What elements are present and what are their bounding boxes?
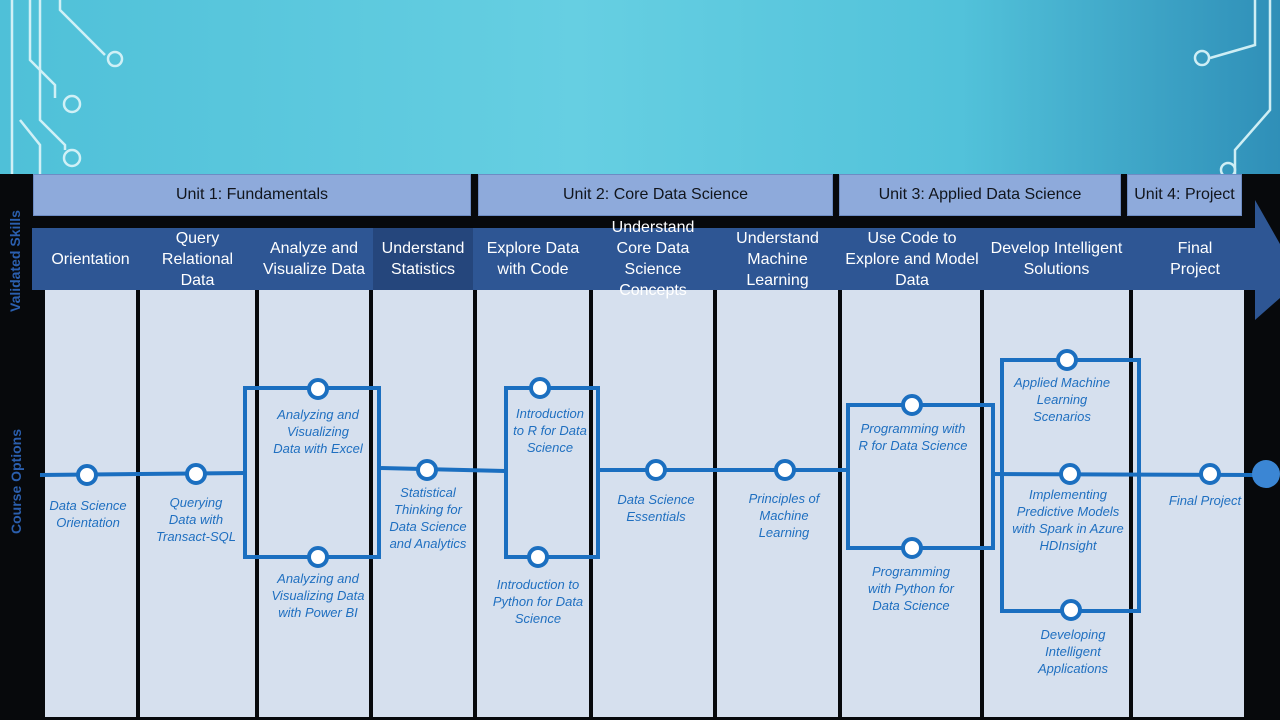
column-query	[140, 290, 255, 717]
course-principles-ml: Principles of Machine Learning	[748, 491, 820, 540]
node-statistical-thinking	[416, 459, 438, 481]
column-statistics	[373, 290, 473, 717]
path-end-node	[1252, 460, 1280, 488]
column-core-concepts	[593, 290, 713, 717]
node-transact-sql	[185, 463, 207, 485]
course-path-network	[39, 349, 1280, 621]
course-visualizing-power-bi: Analyzing and Visualizing Data with Powe…	[271, 571, 365, 620]
node-programming-r	[901, 394, 923, 416]
skill-analyze-visualize-data: Analyze and Visualize Data	[263, 240, 365, 278]
course-spark-hdinsight: Implementing Predictive Models with Spar…	[1012, 487, 1124, 553]
node-spark-hdinsight	[1059, 463, 1081, 485]
unit-2-header: Unit 2: Core Data Science	[478, 174, 833, 216]
course-data-science-essentials: Data Science Essentials	[617, 492, 695, 524]
node-intro-r	[529, 377, 551, 399]
column-code-model	[842, 290, 980, 717]
skill-understand-statistics: Understand Statistics	[373, 228, 473, 290]
skill-machine-learning: Understand Machine Learning	[736, 229, 819, 289]
unit-3-header: Unit 3: Applied Data Science	[839, 174, 1121, 216]
course-final-project: Final Project	[1168, 493, 1242, 508]
skill-intelligent-solutions: Develop Intelligent Solutions	[990, 240, 1123, 278]
column-final-project	[1133, 290, 1244, 717]
course-intro-r: Introduction to R for Data Science	[513, 406, 587, 455]
skill-code-explore-model: Use Code to Explore and Model Data	[845, 229, 979, 289]
course-programming-r: Programming with R for Data Science	[858, 421, 968, 453]
node-programming-python	[901, 537, 923, 559]
course-roadmap-diagram: Unit 1: Fundamentals Unit 2: Core Data S…	[0, 174, 1280, 720]
title-banner	[0, 0, 1280, 174]
node-final-project	[1199, 463, 1221, 485]
node-applied-ml	[1056, 349, 1078, 371]
column-visualize	[259, 290, 369, 717]
node-intelligent-apps	[1060, 599, 1082, 621]
unit-4-header: Unit 4: Project	[1127, 174, 1242, 216]
course-statistical-thinking: Statistical Thinking for Data Science an…	[389, 485, 467, 551]
course-data-science-orientation: Data Science Orientation	[49, 498, 127, 530]
course-programming-python: Programming with Python for Data Science	[868, 564, 954, 613]
circuit-decoration	[10, 0, 1272, 174]
skill-explore-data-with-code: Explore Data with Code	[486, 240, 580, 278]
node-visualize-excel	[307, 378, 329, 400]
skill-query-relational-data: Query Relational Data	[161, 229, 234, 289]
column-orientation	[45, 290, 136, 717]
column-explore	[477, 290, 589, 717]
unit-1-header: Unit 1: Fundamentals	[33, 174, 471, 216]
node-visualize-power-bi	[307, 546, 329, 568]
node-data-science-essentials	[645, 459, 667, 481]
skill-final-project: Final Project	[1170, 240, 1220, 278]
course-querying-transact-sql: Querying Data with Transact-SQL	[156, 495, 236, 544]
node-data-science-orientation	[76, 464, 98, 486]
column-machine-learning	[717, 290, 838, 717]
node-principles-ml	[774, 459, 796, 481]
node-intro-python	[527, 546, 549, 568]
course-visualizing-excel: Analyzing and Visualizing Data with Exce…	[273, 407, 363, 456]
skill-orientation: Orientation	[51, 250, 130, 268]
course-applied-ml-scenarios: Applied Machine Learning Scenarios	[1013, 375, 1111, 424]
course-intelligent-applications: Developing Intelligent Applications	[1037, 627, 1109, 676]
course-intro-python: Introduction to Python for Data Science	[492, 577, 584, 626]
